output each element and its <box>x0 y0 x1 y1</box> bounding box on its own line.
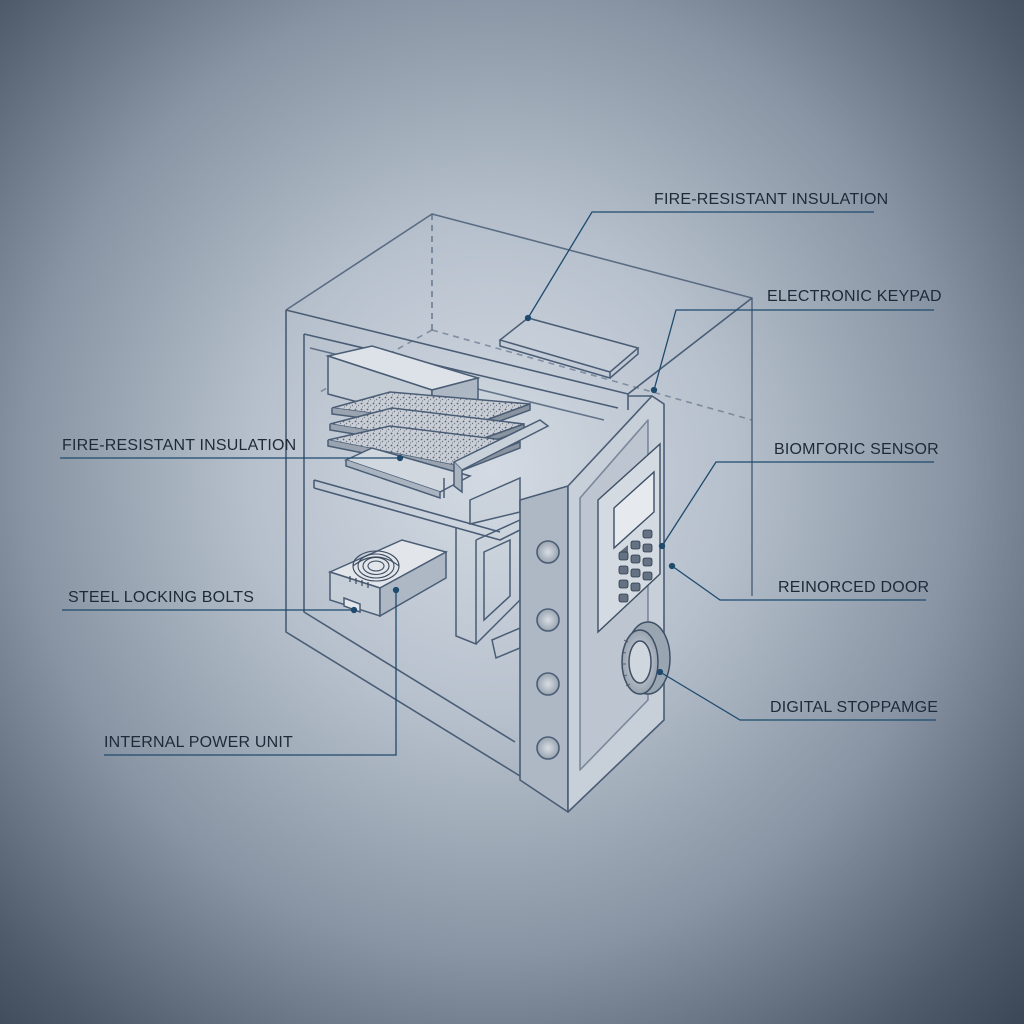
safe-door <box>519 395 665 813</box>
electronic-keypad <box>597 442 661 634</box>
label-fire-resistant-insulation-top: FIRE-RESISTANT INSULATION <box>654 191 889 208</box>
safe-body <box>285 213 753 777</box>
locking-bolts <box>536 540 560 760</box>
label-biometric-sensor: BIOMΓORIC SENSOR <box>774 441 939 458</box>
label-internal-power-unit: INTERNAL POWER UNIT <box>104 734 293 751</box>
fingerprint-icon <box>352 550 400 582</box>
label-steel-locking-bolts: STEEL LOCKING BOLTS <box>68 589 255 606</box>
leader-lines <box>60 211 936 756</box>
label-reinforced-door: REINORCED DOOR <box>778 579 930 596</box>
top-insulation-tray <box>498 317 640 379</box>
keypad-buttons <box>618 529 653 603</box>
label-electronic-keypad: ELECTRONIC KEYPAD <box>767 288 942 305</box>
insulation-stack <box>325 345 550 500</box>
interior-panels <box>455 476 521 660</box>
label-fire-resistant-insulation-left: FIRE-RESISTANT INSULATION <box>62 437 297 454</box>
label-digital-stoppage: DIGITAL STOPPAMGE <box>770 699 939 716</box>
dial-knob <box>621 621 671 695</box>
power-unit <box>327 539 448 618</box>
